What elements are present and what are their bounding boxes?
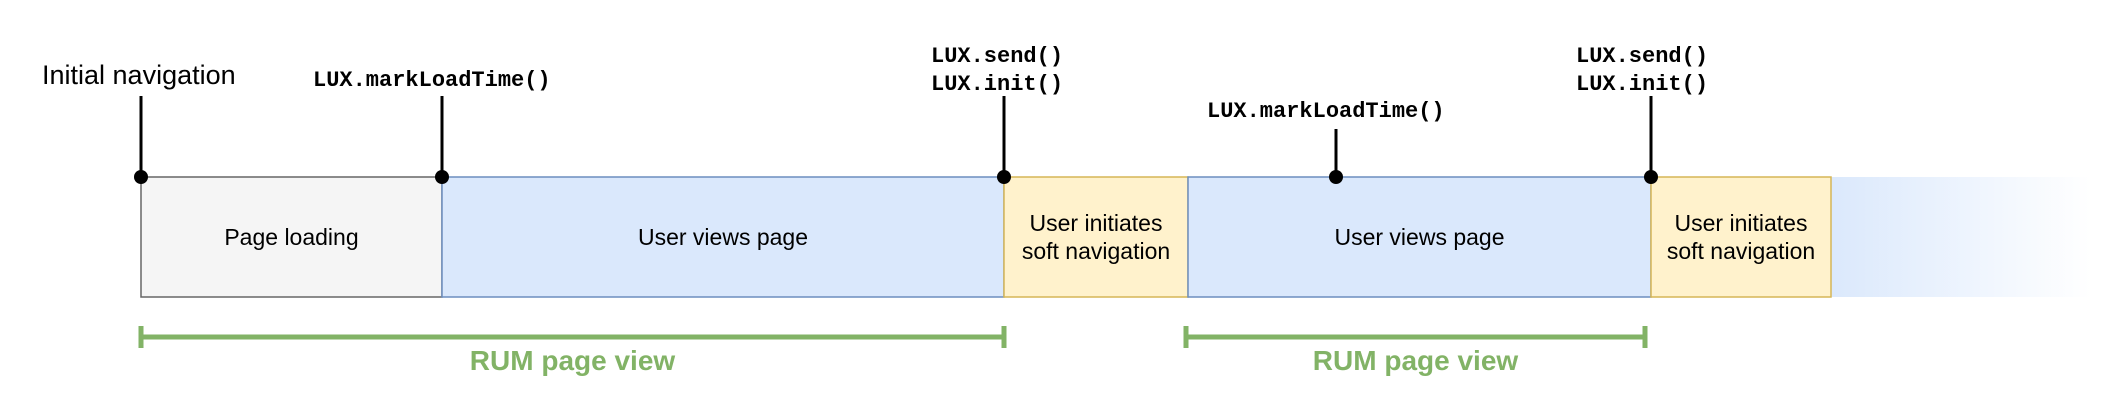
marker-5: LUX.send() LUX.init(): [1576, 44, 1708, 184]
block-shape: [1003, 176, 1189, 298]
marker-dot: [1329, 170, 1343, 184]
block-shape: [140, 176, 443, 298]
block-label: soft navigation: [1667, 238, 1815, 264]
marker-4: LUX.markLoadTime(): [1207, 99, 1445, 184]
marker-dot: [435, 170, 449, 184]
marker-1: Initial navigation: [42, 60, 236, 184]
timeline-blocks: Page loading User views page User initiate…: [140, 176, 1832, 298]
marker-label: LUX.init(): [931, 72, 1063, 97]
marker-label: LUX.markLoadTime(): [1207, 99, 1445, 124]
marker-dot: [134, 170, 148, 184]
range-label: RUM page view: [470, 345, 676, 376]
marker-dot: [1644, 170, 1658, 184]
marker-label: LUX.send(): [1576, 44, 1708, 69]
marker-label: Initial navigation: [42, 60, 236, 90]
block-label: Page loading: [224, 224, 358, 250]
timeline-block-4: User views page: [1187, 176, 1652, 298]
page-view-ranges: RUM page view RUM page view: [138, 326, 1648, 376]
rum-page-view-range-1: RUM page view: [138, 326, 1007, 376]
block-label: User initiates: [1030, 210, 1163, 236]
rum-page-view-range-2: RUM page view: [1183, 326, 1648, 376]
marker-label: LUX.init(): [1576, 72, 1708, 97]
block-shape: [441, 176, 1005, 298]
marker-label: LUX.send(): [931, 44, 1063, 69]
block-label: User initiates: [1675, 210, 1808, 236]
block-label: User views page: [638, 224, 808, 250]
block-shape: [1187, 176, 1652, 298]
timeline-block-2: User views page: [441, 176, 1005, 298]
block-label: User views page: [1334, 224, 1504, 250]
continuation-fade: [1826, 177, 2091, 297]
block-label: soft navigation: [1022, 238, 1170, 264]
range-label: RUM page view: [1313, 345, 1519, 376]
marker-3: LUX.send() LUX.init(): [931, 44, 1063, 184]
marker-2: LUX.markLoadTime(): [313, 68, 551, 184]
block-shape: [1650, 176, 1832, 298]
timeline-block-1: Page loading: [140, 176, 443, 298]
marker-label: LUX.markLoadTime(): [313, 68, 551, 93]
marker-dot: [997, 170, 1011, 184]
